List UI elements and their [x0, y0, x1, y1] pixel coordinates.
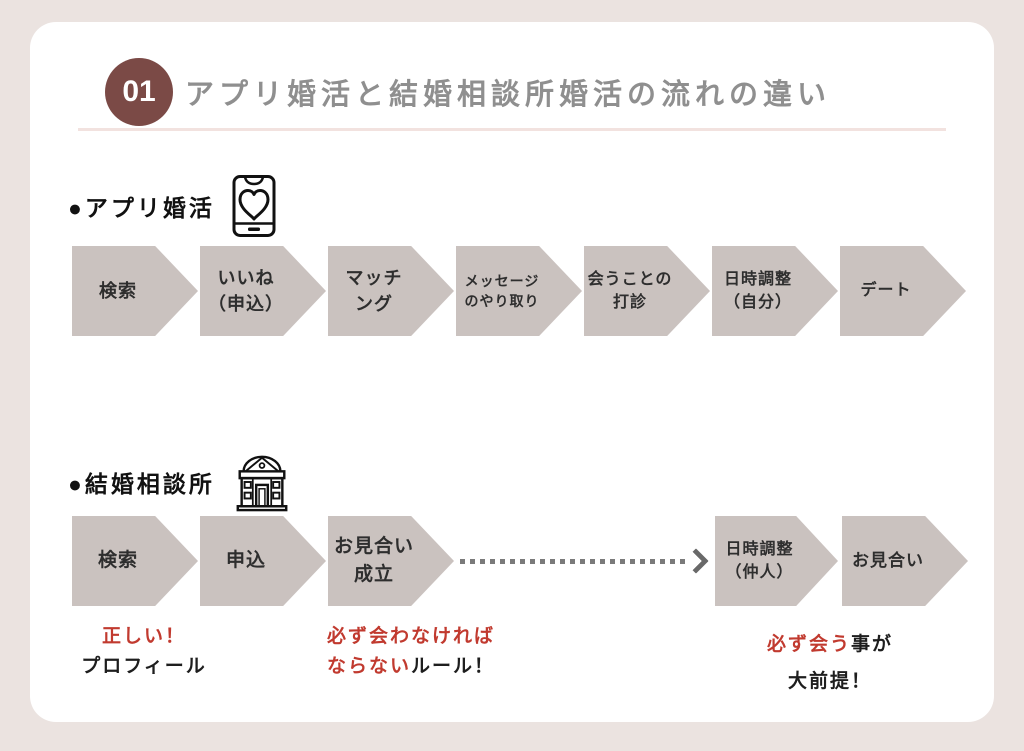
- step-label: 会うことの: [587, 270, 673, 288]
- agency-flow-label: ●結婚相談所: [68, 471, 215, 497]
- step-label: 成立: [353, 564, 394, 585]
- step-label: 検索: [99, 280, 137, 301]
- step-label: いいね: [217, 267, 275, 288]
- step-label: デート: [860, 282, 912, 300]
- page-title: アプリ婚活と結婚相談所婚活の流れの違い: [185, 79, 832, 111]
- flow-step: デート: [840, 246, 966, 336]
- section-number-badge: 01: [105, 58, 173, 126]
- flow-step: 日時調整 （仲人）: [715, 516, 838, 606]
- content-card: 01 アプリ婚活と結婚相談所婚活の流れの違い ●アプリ婚活 検索 いいね （申込…: [30, 22, 994, 722]
- flow-step: 申込: [200, 516, 326, 606]
- step-label: お見合い: [852, 550, 924, 570]
- flow-step: お見合い: [842, 516, 968, 606]
- header: 01 アプリ婚活と結婚相談所婚活の流れの違い: [105, 58, 831, 126]
- step-label: マッチ: [345, 267, 403, 288]
- step-label: 申込: [225, 550, 266, 572]
- flow-step: マッチ ング: [328, 246, 454, 336]
- section-number: 01: [122, 75, 156, 108]
- annotation-black-text: プロフィール: [81, 656, 207, 677]
- annotation-red-text: ならない: [327, 656, 412, 677]
- step-label: （仲人）: [725, 564, 794, 581]
- building-icon: [231, 451, 293, 513]
- flow-step: 日時調整 （自分）: [712, 246, 838, 336]
- annotation-black-text: 事が: [851, 634, 894, 655]
- step-label: 日時調整: [723, 270, 792, 288]
- annotation-red-text: 必ず会う: [766, 634, 851, 655]
- step-label: 打診: [612, 294, 647, 311]
- header-divider: [78, 128, 946, 131]
- step-label: のやり取り: [464, 293, 540, 309]
- flow-step: 検索: [72, 246, 198, 336]
- flow-step: 会うことの 打診: [584, 246, 710, 336]
- annotation-black-text: ルール！: [411, 656, 496, 677]
- annotation-red-text: 正しい！: [101, 626, 186, 647]
- annotation-rule: 必ず会わなければ ならないルール！: [327, 622, 495, 682]
- flow-step: お見合い 成立: [328, 516, 454, 606]
- step-label: （自分）: [723, 294, 792, 311]
- smartphone-heart-icon: [231, 174, 277, 238]
- annotation-red-text: 必ず会わなければ: [327, 626, 496, 647]
- app-flow-section-header: ●アプリ婚活: [68, 174, 277, 238]
- flow-step: メッセージ のやり取り: [456, 246, 582, 336]
- agency-flow-section-header: ●結婚相談所: [68, 450, 293, 514]
- step-label: ング: [355, 294, 393, 314]
- flow-step: 検索: [72, 516, 198, 606]
- dotted-line: [460, 558, 690, 564]
- app-flow-row: 検索 いいね （申込） マッチ ング メッセージ のやり取り 会うことの 打診 …: [72, 246, 968, 336]
- agency-flow-row: 検索 申込 お見合い 成立 日時調整 （仲人） お見合い: [72, 516, 968, 606]
- annotation-premise: 必ず会う事が 大前提！: [740, 626, 920, 700]
- arrowhead-icon: [683, 548, 709, 574]
- step-label: 日時調整: [725, 540, 794, 558]
- step-label: メッセージ: [464, 272, 540, 289]
- annotation-profile: 正しい！ プロフィール: [59, 622, 229, 682]
- step-label: お見合い: [333, 536, 414, 558]
- flow-step: いいね （申込）: [200, 246, 326, 336]
- step-label: （申込）: [208, 294, 284, 314]
- step-label: 検索: [97, 550, 138, 572]
- annotation-black-text: 大前提！: [787, 671, 872, 692]
- dotted-arrow-icon: [456, 516, 715, 606]
- app-flow-label: ●アプリ婚活: [68, 195, 215, 221]
